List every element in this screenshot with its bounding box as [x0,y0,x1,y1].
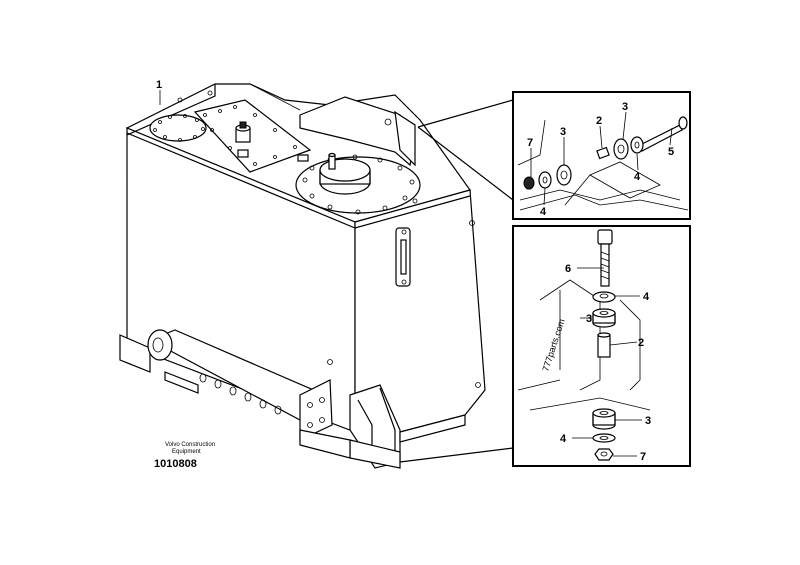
detail-bottom-callout: 4 [643,291,650,303]
detail-bottom-callout: 6 [565,263,571,275]
detail-bottom-callout: 3 [586,313,592,325]
detail-top-callout: 4 [540,206,547,218]
detail-top: 7 3 2 3 5 4 4 [512,91,691,220]
detail-bottom: 6 4 3 2 3 4 7 777parts.com [512,225,691,467]
detail-bottom-callout: 4 [560,433,567,445]
detail-top-callout: 3 [622,101,628,113]
drawing-number: 1010808 [154,458,197,470]
callout-1: 1 [156,79,162,91]
bolt [597,229,613,287]
detail-connector-top [417,126,514,201]
detail-bottom-callout: 3 [645,415,651,427]
caption-line-1: Volvo Construction [165,442,215,448]
detail-top-callout: 7 [527,137,533,149]
detail-connector-top [417,99,514,128]
caption-line-2: Equipment [172,449,201,455]
detail-top-callout: 3 [560,126,566,138]
detail-top-callout: 5 [668,146,674,158]
detail-connector-bottom [399,447,514,463]
detail-bottom-callout: 2 [638,337,644,349]
detail-top-callout: 4 [634,171,641,183]
detail-bottom-callout: 7 [640,451,646,463]
hydraulic-tank [119,83,486,469]
detail-top-callout: 2 [596,115,602,127]
